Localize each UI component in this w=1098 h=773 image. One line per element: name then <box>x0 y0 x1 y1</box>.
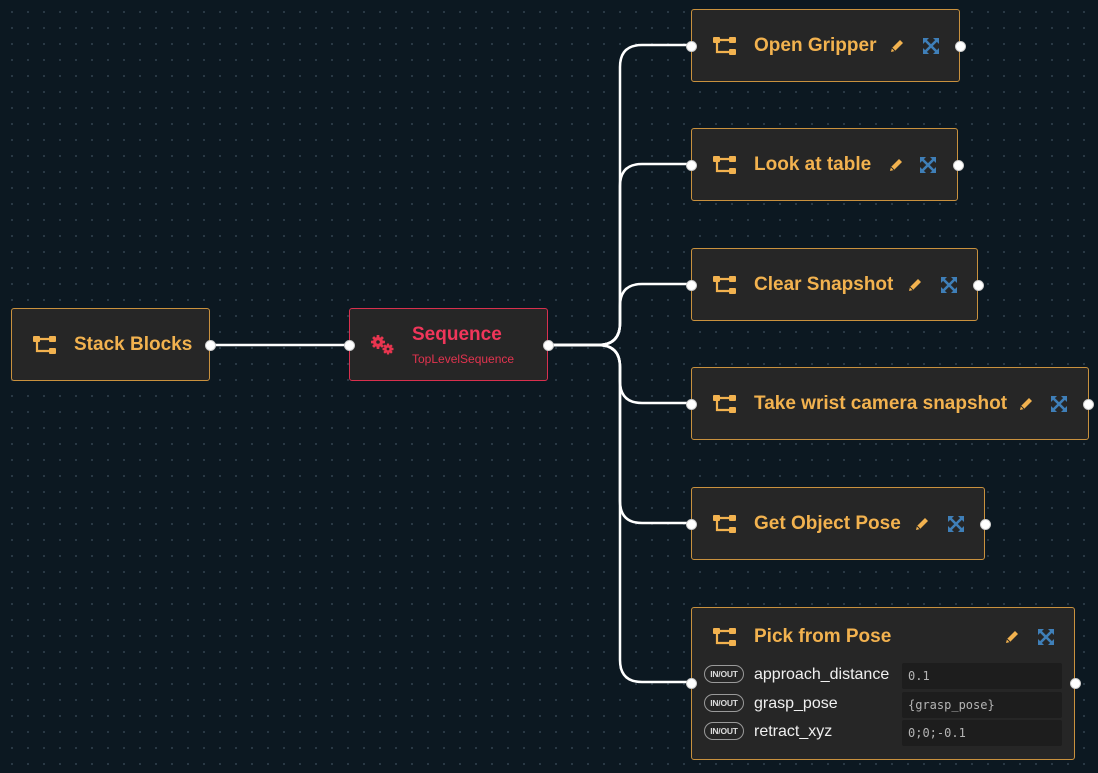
input-port[interactable] <box>686 678 697 689</box>
edge-sequence-to-clear-snapshot <box>548 282 689 347</box>
subtree-icon <box>712 626 738 648</box>
pencil-icon[interactable] <box>906 276 924 294</box>
expand-icon[interactable] <box>922 37 940 55</box>
edge-sequence-to-get-object-pose <box>548 343 689 525</box>
node-pick-from-pose[interactable]: Pick from Pose IN/OUT approach_distance … <box>686 607 1081 760</box>
node-stack-blocks[interactable]: Stack Blocks <box>11 308 216 381</box>
input-port[interactable] <box>344 340 355 351</box>
node-clear-snapshot[interactable]: Clear Snapshot <box>686 248 984 321</box>
retract-xyz-input[interactable] <box>902 720 1062 746</box>
input-port[interactable] <box>686 160 697 171</box>
subtree-icon <box>712 393 738 415</box>
node-title: Look at table <box>754 154 872 175</box>
in-out-badge: IN/OUT <box>704 722 744 740</box>
pencil-icon[interactable] <box>913 515 931 533</box>
pencil-icon[interactable] <box>1017 395 1035 413</box>
edge-sequence-to-look-at-table <box>548 162 689 347</box>
node-title: Take wrist camera snapshot <box>754 393 1008 414</box>
port-row-grasp-pose: IN/OUT grasp_pose <box>704 692 1062 718</box>
output-port[interactable] <box>980 519 991 530</box>
port-name: grasp_pose <box>754 695 838 712</box>
in-out-badge: IN/OUT <box>704 665 744 683</box>
node-title: Open Gripper <box>754 35 877 56</box>
edge-sequence-to-take-wrist-camera-snapshot <box>548 343 689 405</box>
subtree-icon <box>32 334 58 356</box>
pencil-icon[interactable] <box>888 37 906 55</box>
gears-icon <box>371 335 394 355</box>
port-row-retract-xyz: IN/OUT retract_xyz <box>704 720 1062 746</box>
input-port[interactable] <box>686 280 697 291</box>
expand-icon[interactable] <box>1037 628 1055 646</box>
edge-sequence-to-open-gripper <box>548 43 689 347</box>
grasp-pose-input[interactable] <box>902 692 1062 718</box>
expand-icon[interactable] <box>919 156 937 174</box>
node-title: Stack Blocks <box>74 334 193 355</box>
edge-sequence-to-pick-from-pose <box>548 343 689 684</box>
input-port[interactable] <box>686 519 697 530</box>
approach-distance-input[interactable] <box>902 663 1062 689</box>
expand-icon[interactable] <box>940 276 958 294</box>
output-port[interactable] <box>543 340 554 351</box>
port-name: retract_xyz <box>754 723 833 740</box>
subtree-icon <box>712 35 738 57</box>
input-port[interactable] <box>686 399 697 410</box>
port-row-approach-distance: IN/OUT approach_distance <box>704 663 1062 689</box>
node-take-wrist-camera-snapshot[interactable]: Take wrist camera snapshot <box>686 367 1094 440</box>
subtree-icon <box>712 154 738 176</box>
node-title: Pick from Pose <box>754 626 892 647</box>
output-port[interactable] <box>953 160 964 171</box>
node-title: Sequence <box>412 324 502 345</box>
subtree-icon <box>712 513 738 535</box>
node-title: Clear Snapshot <box>754 274 894 295</box>
output-port[interactable] <box>1070 678 1081 689</box>
expand-icon[interactable] <box>947 515 965 533</box>
input-port[interactable] <box>686 41 697 52</box>
node-look-at-table[interactable]: Look at table <box>686 128 964 201</box>
in-out-badge: IN/OUT <box>704 694 744 712</box>
subtree-icon <box>712 274 738 296</box>
pencil-icon[interactable] <box>1003 628 1021 646</box>
node-open-gripper[interactable]: Open Gripper <box>686 9 966 82</box>
output-port[interactable] <box>973 280 984 291</box>
node-subtitle: TopLevelSequence <box>412 352 515 366</box>
node-sequence[interactable]: Sequence TopLevelSequence <box>344 308 554 381</box>
output-port[interactable] <box>955 41 966 52</box>
expand-icon[interactable] <box>1050 395 1068 413</box>
port-name: approach_distance <box>754 666 890 683</box>
node-title: Get Object Pose <box>754 513 901 534</box>
output-port[interactable] <box>1083 399 1094 410</box>
output-port[interactable] <box>205 340 216 351</box>
pencil-icon[interactable] <box>887 156 905 174</box>
node-get-object-pose[interactable]: Get Object Pose <box>686 487 991 560</box>
